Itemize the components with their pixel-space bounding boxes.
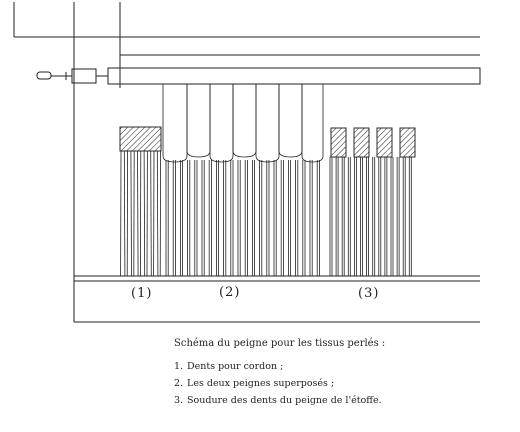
hatch-block xyxy=(119,126,162,152)
weld-cap-outline xyxy=(399,127,416,158)
comb-tooth xyxy=(278,84,303,158)
label-group-1: (1) xyxy=(131,286,153,301)
weld-cap-outline xyxy=(353,127,370,158)
comb-tooth xyxy=(301,84,324,163)
comb-tooth xyxy=(232,84,257,158)
weld-cap xyxy=(353,127,370,158)
caption-title: Schéma du peigne pour les tissus perlés … xyxy=(174,338,386,349)
rod xyxy=(36,67,481,85)
comb-tooth xyxy=(209,84,234,163)
label-group-3: (3) xyxy=(358,286,380,301)
caption-item-3: 3. Soudure des dents du peigne de l'étof… xyxy=(174,395,382,406)
base xyxy=(73,275,480,323)
weld-cap xyxy=(399,127,416,158)
tooth-line xyxy=(143,150,146,277)
left-post xyxy=(73,2,121,276)
tooth-line xyxy=(130,150,132,277)
group-1-cord-teeth xyxy=(119,126,162,277)
caption-item-2-num: 2. xyxy=(174,378,184,389)
weld-cap xyxy=(376,127,393,158)
group-3-welded-teeth xyxy=(329,127,416,276)
caption-item-1-text: Dents pour cordon ; xyxy=(187,361,284,372)
tooth-line xyxy=(137,150,139,277)
tooth-line xyxy=(156,150,159,277)
caption-item-1-num: 1. xyxy=(174,361,184,372)
comb-tooth xyxy=(162,84,188,163)
caption-item-3-num: 3. xyxy=(174,395,184,406)
caption-item-2: 2. Les deux peignes superposés ; xyxy=(174,378,334,389)
tooth-line xyxy=(150,150,152,277)
group-2-superposed-combs xyxy=(162,84,324,276)
weld-cap xyxy=(330,127,347,158)
comb-tooth xyxy=(255,84,280,163)
top-beam xyxy=(13,2,480,56)
caption-item-3-text: Soudure des dents du peigne de l'étoffe. xyxy=(187,395,382,406)
caption-item-1: 1. Dents pour cordon ; xyxy=(174,361,283,372)
tooth-line xyxy=(123,150,126,277)
comb-tooth xyxy=(186,84,211,158)
label-group-2: (2) xyxy=(219,285,241,300)
caption-item-2-text: Les deux peignes superposés ; xyxy=(187,378,335,389)
comb-schematic xyxy=(13,2,481,323)
